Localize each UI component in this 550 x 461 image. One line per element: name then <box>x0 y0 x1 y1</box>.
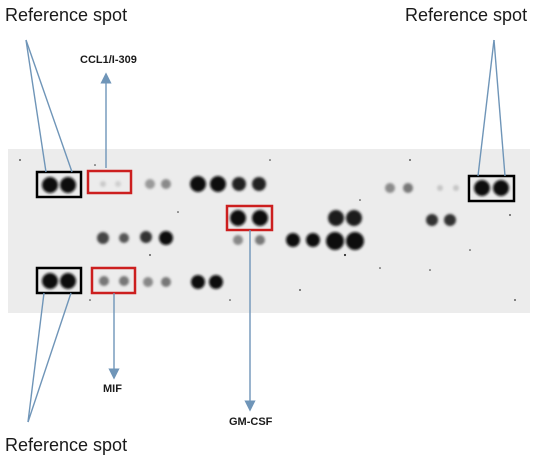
spot <box>42 177 58 193</box>
label-reference-spot-bottom-left: Reference spot <box>5 435 127 455</box>
spot <box>453 185 459 191</box>
spot <box>306 233 320 247</box>
spot <box>119 233 129 243</box>
spot <box>326 232 344 250</box>
spot <box>252 210 268 226</box>
spot <box>161 179 171 189</box>
spot <box>230 210 246 226</box>
spot <box>191 275 205 289</box>
spot <box>143 277 153 287</box>
spot <box>286 233 300 247</box>
spot <box>159 231 173 245</box>
membrane-specks <box>19 159 516 301</box>
spot <box>190 176 206 192</box>
spot <box>346 210 362 226</box>
spot <box>444 214 456 226</box>
spot <box>97 232 109 244</box>
spot <box>474 180 490 196</box>
spots-layer <box>42 176 509 289</box>
label-ccl1: CCL1/I-309 <box>80 54 137 66</box>
spot <box>233 235 243 245</box>
spot <box>346 232 364 250</box>
spot <box>115 181 121 187</box>
callout-arrows <box>25 39 506 423</box>
spot <box>437 185 443 191</box>
spot <box>209 275 223 289</box>
spot <box>328 210 344 226</box>
spot <box>99 276 109 286</box>
spot <box>60 177 76 193</box>
spot <box>252 177 266 191</box>
reference-box-top-left <box>35 170 83 199</box>
spot <box>119 276 129 286</box>
spot <box>385 183 395 193</box>
highlight-box-ccl1 <box>86 169 133 195</box>
spot <box>145 179 155 189</box>
spot <box>493 180 509 196</box>
label-gmcsf: GM-CSF <box>229 416 273 428</box>
spot <box>255 235 265 245</box>
spot <box>140 231 152 243</box>
spot <box>232 177 246 191</box>
spot <box>60 273 76 289</box>
spot <box>42 273 58 289</box>
label-reference-spot-top-left: Reference spot <box>5 5 127 25</box>
spot <box>100 181 106 187</box>
spot <box>210 176 226 192</box>
label-reference-spot-top-right: Reference spot <box>405 5 527 25</box>
spot <box>161 277 171 287</box>
reference-box-top-right <box>467 174 516 203</box>
label-mif: MIF <box>103 383 122 395</box>
reference-box-bottom-left <box>35 266 83 295</box>
spot <box>426 214 438 226</box>
spot <box>403 183 413 193</box>
